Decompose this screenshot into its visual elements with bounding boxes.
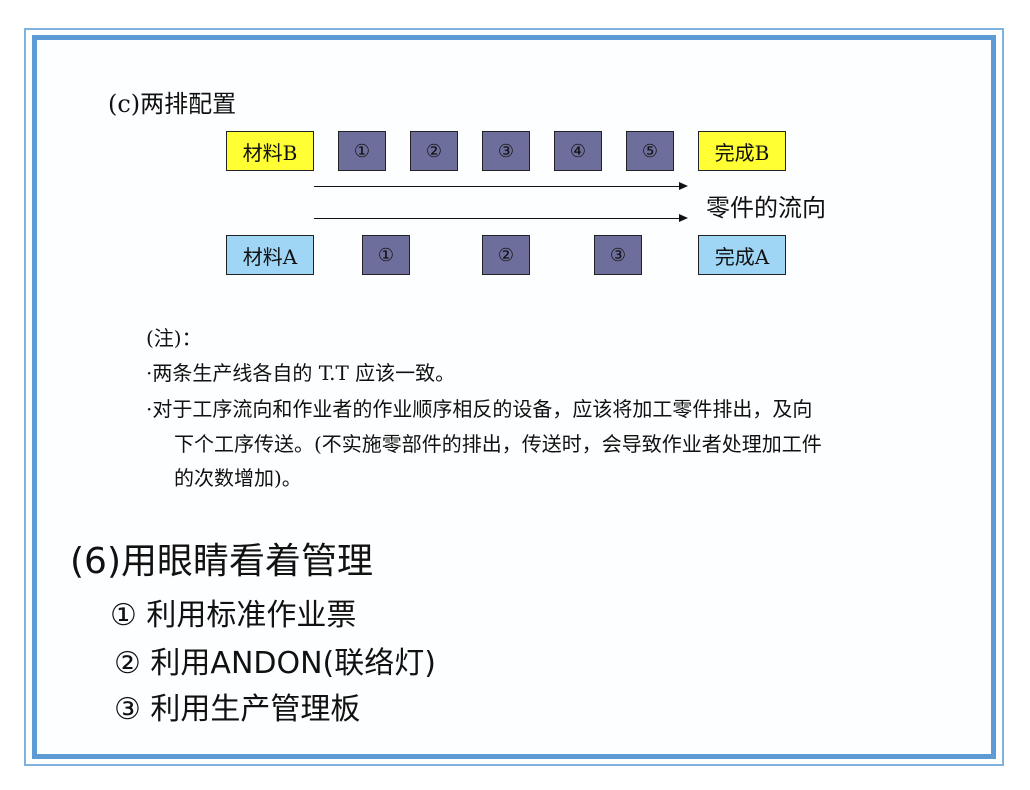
note-line-1: ·两条生产线各自的 T.T 应该一致。 bbox=[146, 361, 456, 385]
notes-header: (注)： bbox=[146, 326, 202, 350]
note-line-2: ·对于工序流向和作业者的作业顺序相反的设备，应该将加工零件排出，及向 bbox=[146, 397, 813, 421]
outer-frame bbox=[24, 28, 1004, 766]
row-b-step-4: ④ bbox=[554, 131, 602, 171]
section-6-title: (6)用眼睛看着管理 bbox=[70, 541, 373, 582]
row-b-step-1: ① bbox=[338, 131, 386, 171]
flow-arrow-b bbox=[314, 182, 688, 190]
note-line-2-cont: 下个工序传送。(不实施零部件的排出，传送时，会导致作业者处理加工件 bbox=[174, 432, 822, 456]
row-a-step-2: ② bbox=[482, 235, 530, 275]
list-item-andon: ② 利用ANDON(联络灯) bbox=[114, 646, 436, 681]
row-a-step-3: ③ bbox=[594, 235, 642, 275]
flow-arrow-a bbox=[314, 214, 688, 222]
list-item-production-board: ③ 利用生产管理板 bbox=[114, 692, 361, 727]
flow-direction-label: 零件的流向 bbox=[706, 194, 826, 222]
finished-a-box: 完成A bbox=[698, 235, 786, 275]
finished-b-box: 完成B bbox=[698, 131, 786, 171]
row-b-step-5: ⑤ bbox=[626, 131, 674, 171]
note-line-2-end: 的次数增加)。 bbox=[174, 466, 302, 490]
row-a-step-1: ① bbox=[362, 235, 410, 275]
section-c-title: (c)两排配置 bbox=[108, 90, 237, 118]
row-b-step-3: ③ bbox=[482, 131, 530, 171]
material-a-box: 材料A bbox=[226, 235, 314, 275]
material-b-box: 材料B bbox=[226, 131, 314, 171]
row-b-step-2: ② bbox=[410, 131, 458, 171]
list-item-standard-sheet: ① 利用标准作业票 bbox=[110, 598, 357, 633]
